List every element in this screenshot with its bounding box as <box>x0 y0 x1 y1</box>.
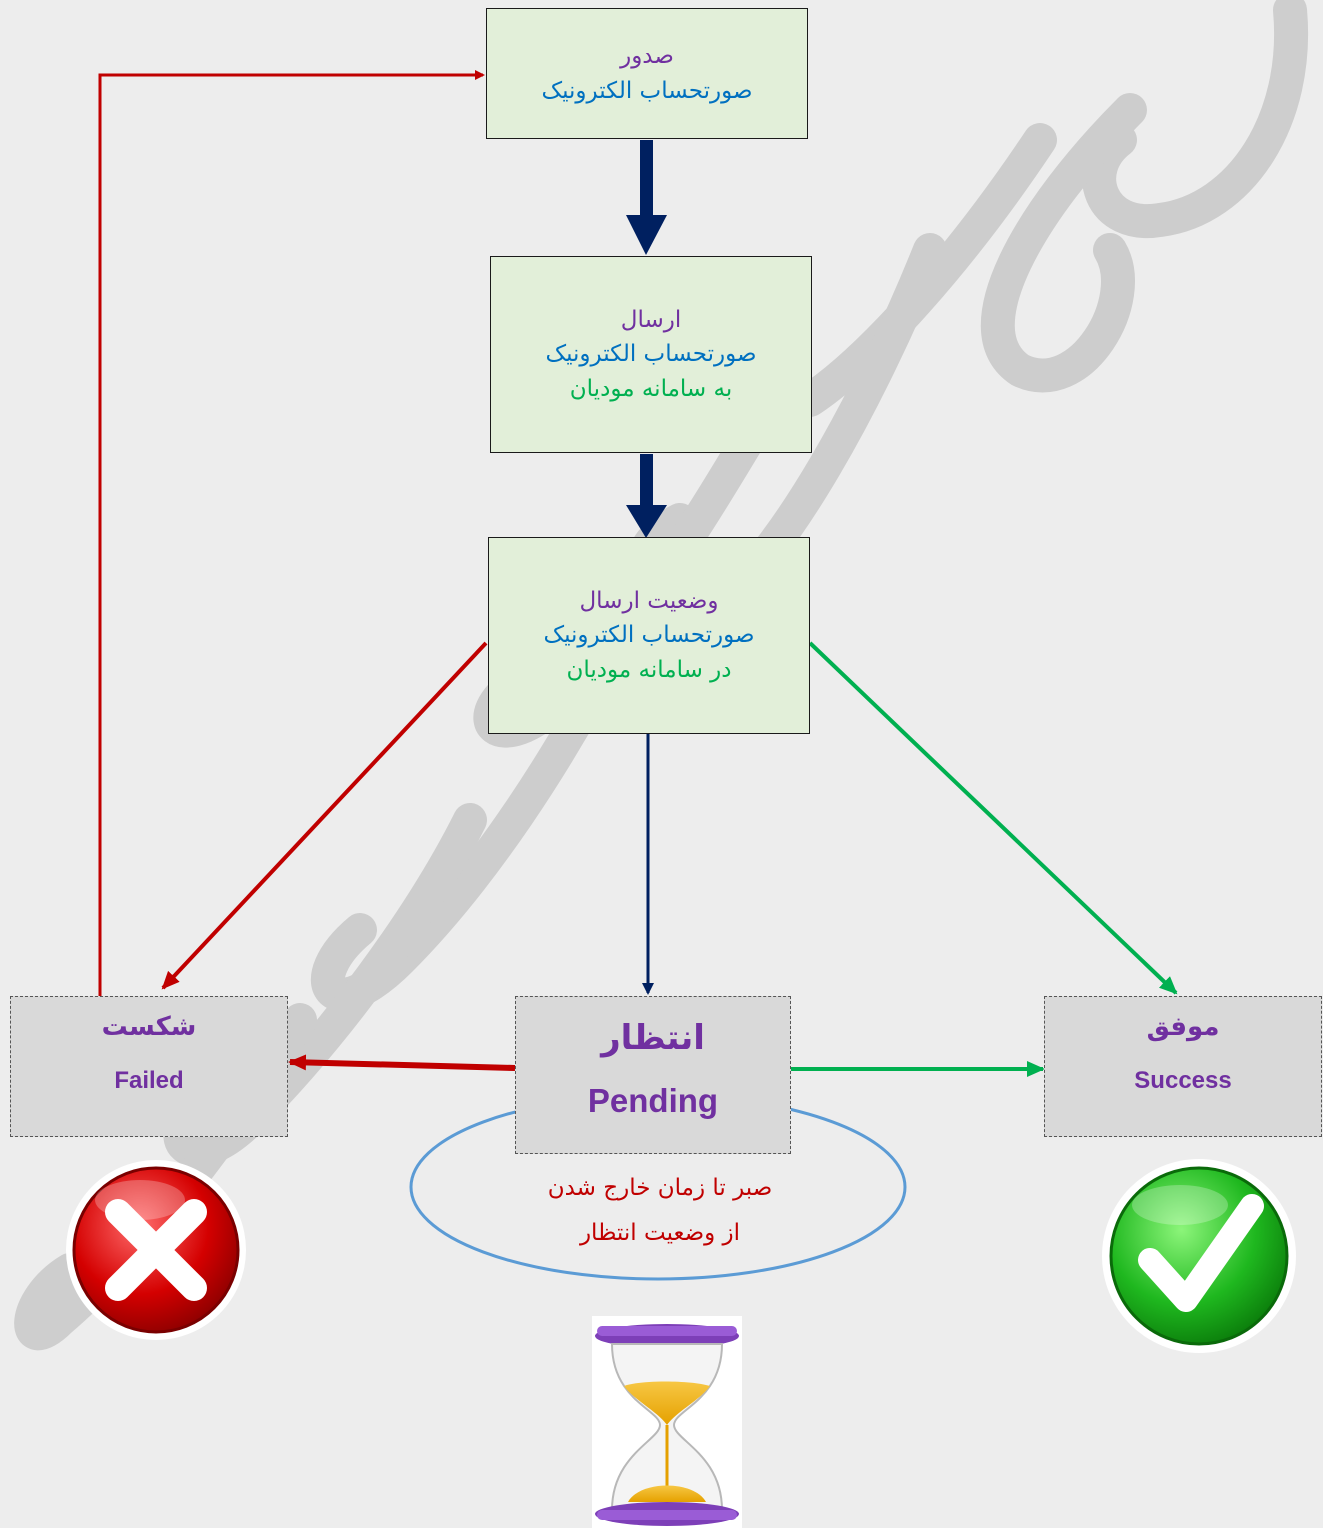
pending-note-line2: از وضعیت انتظار <box>579 1219 741 1246</box>
status-to-failed-arrow <box>161 641 488 990</box>
status-title: وضعیت ارسال <box>579 587 719 614</box>
down-arrow-2 <box>626 454 667 538</box>
status-target: در سامانه مودیان <box>566 656 732 683</box>
pending-note: صبر تا زمان خارج شدن از وضعیت انتظار <box>440 1170 880 1252</box>
issue-invoice-box: صدور صورتحساب الکترونیک <box>486 8 808 139</box>
retry-arrow <box>98 70 485 1052</box>
success-label-en: Success <box>1134 1067 1232 1094</box>
pending-label-fa: انتظار <box>601 1018 705 1058</box>
failed-state-box: شکست Failed <box>10 996 288 1137</box>
hourglass-icon <box>592 1316 742 1528</box>
send-invoice-box: ارسال صورتحساب الکترونیک به سامانه مودیا… <box>490 256 812 453</box>
status-to-success-arrow <box>808 641 1178 995</box>
failed-label-fa: شکست <box>101 1012 197 1042</box>
pending-to-failed-arrow <box>288 1054 516 1071</box>
send-subtitle: صورتحساب الکترونیک <box>545 341 757 368</box>
status-subtitle: صورتحساب الکترونیک <box>543 622 755 649</box>
pending-label-en: Pending <box>587 1082 719 1119</box>
failed-label-en: Failed <box>114 1067 184 1094</box>
send-title: ارسال <box>620 306 682 333</box>
pending-state-box: انتظار Pending <box>515 996 791 1154</box>
success-label-fa: موفق <box>1146 1012 1220 1042</box>
failed-x-icon <box>66 1160 246 1340</box>
issue-title: صدور <box>620 43 674 69</box>
success-check-icon <box>1102 1159 1296 1353</box>
pending-note-line1: صبر تا زمان خارج شدن <box>547 1175 773 1201</box>
success-state-box: موفق Success <box>1044 996 1322 1137</box>
send-target: به سامانه مودیان <box>569 375 733 402</box>
issue-subtitle: صورتحساب الکترونیک <box>541 77 753 104</box>
down-arrow-1 <box>626 140 667 255</box>
send-status-box: وضعیت ارسال صورتحساب الکترونیک در سامانه… <box>488 537 810 734</box>
